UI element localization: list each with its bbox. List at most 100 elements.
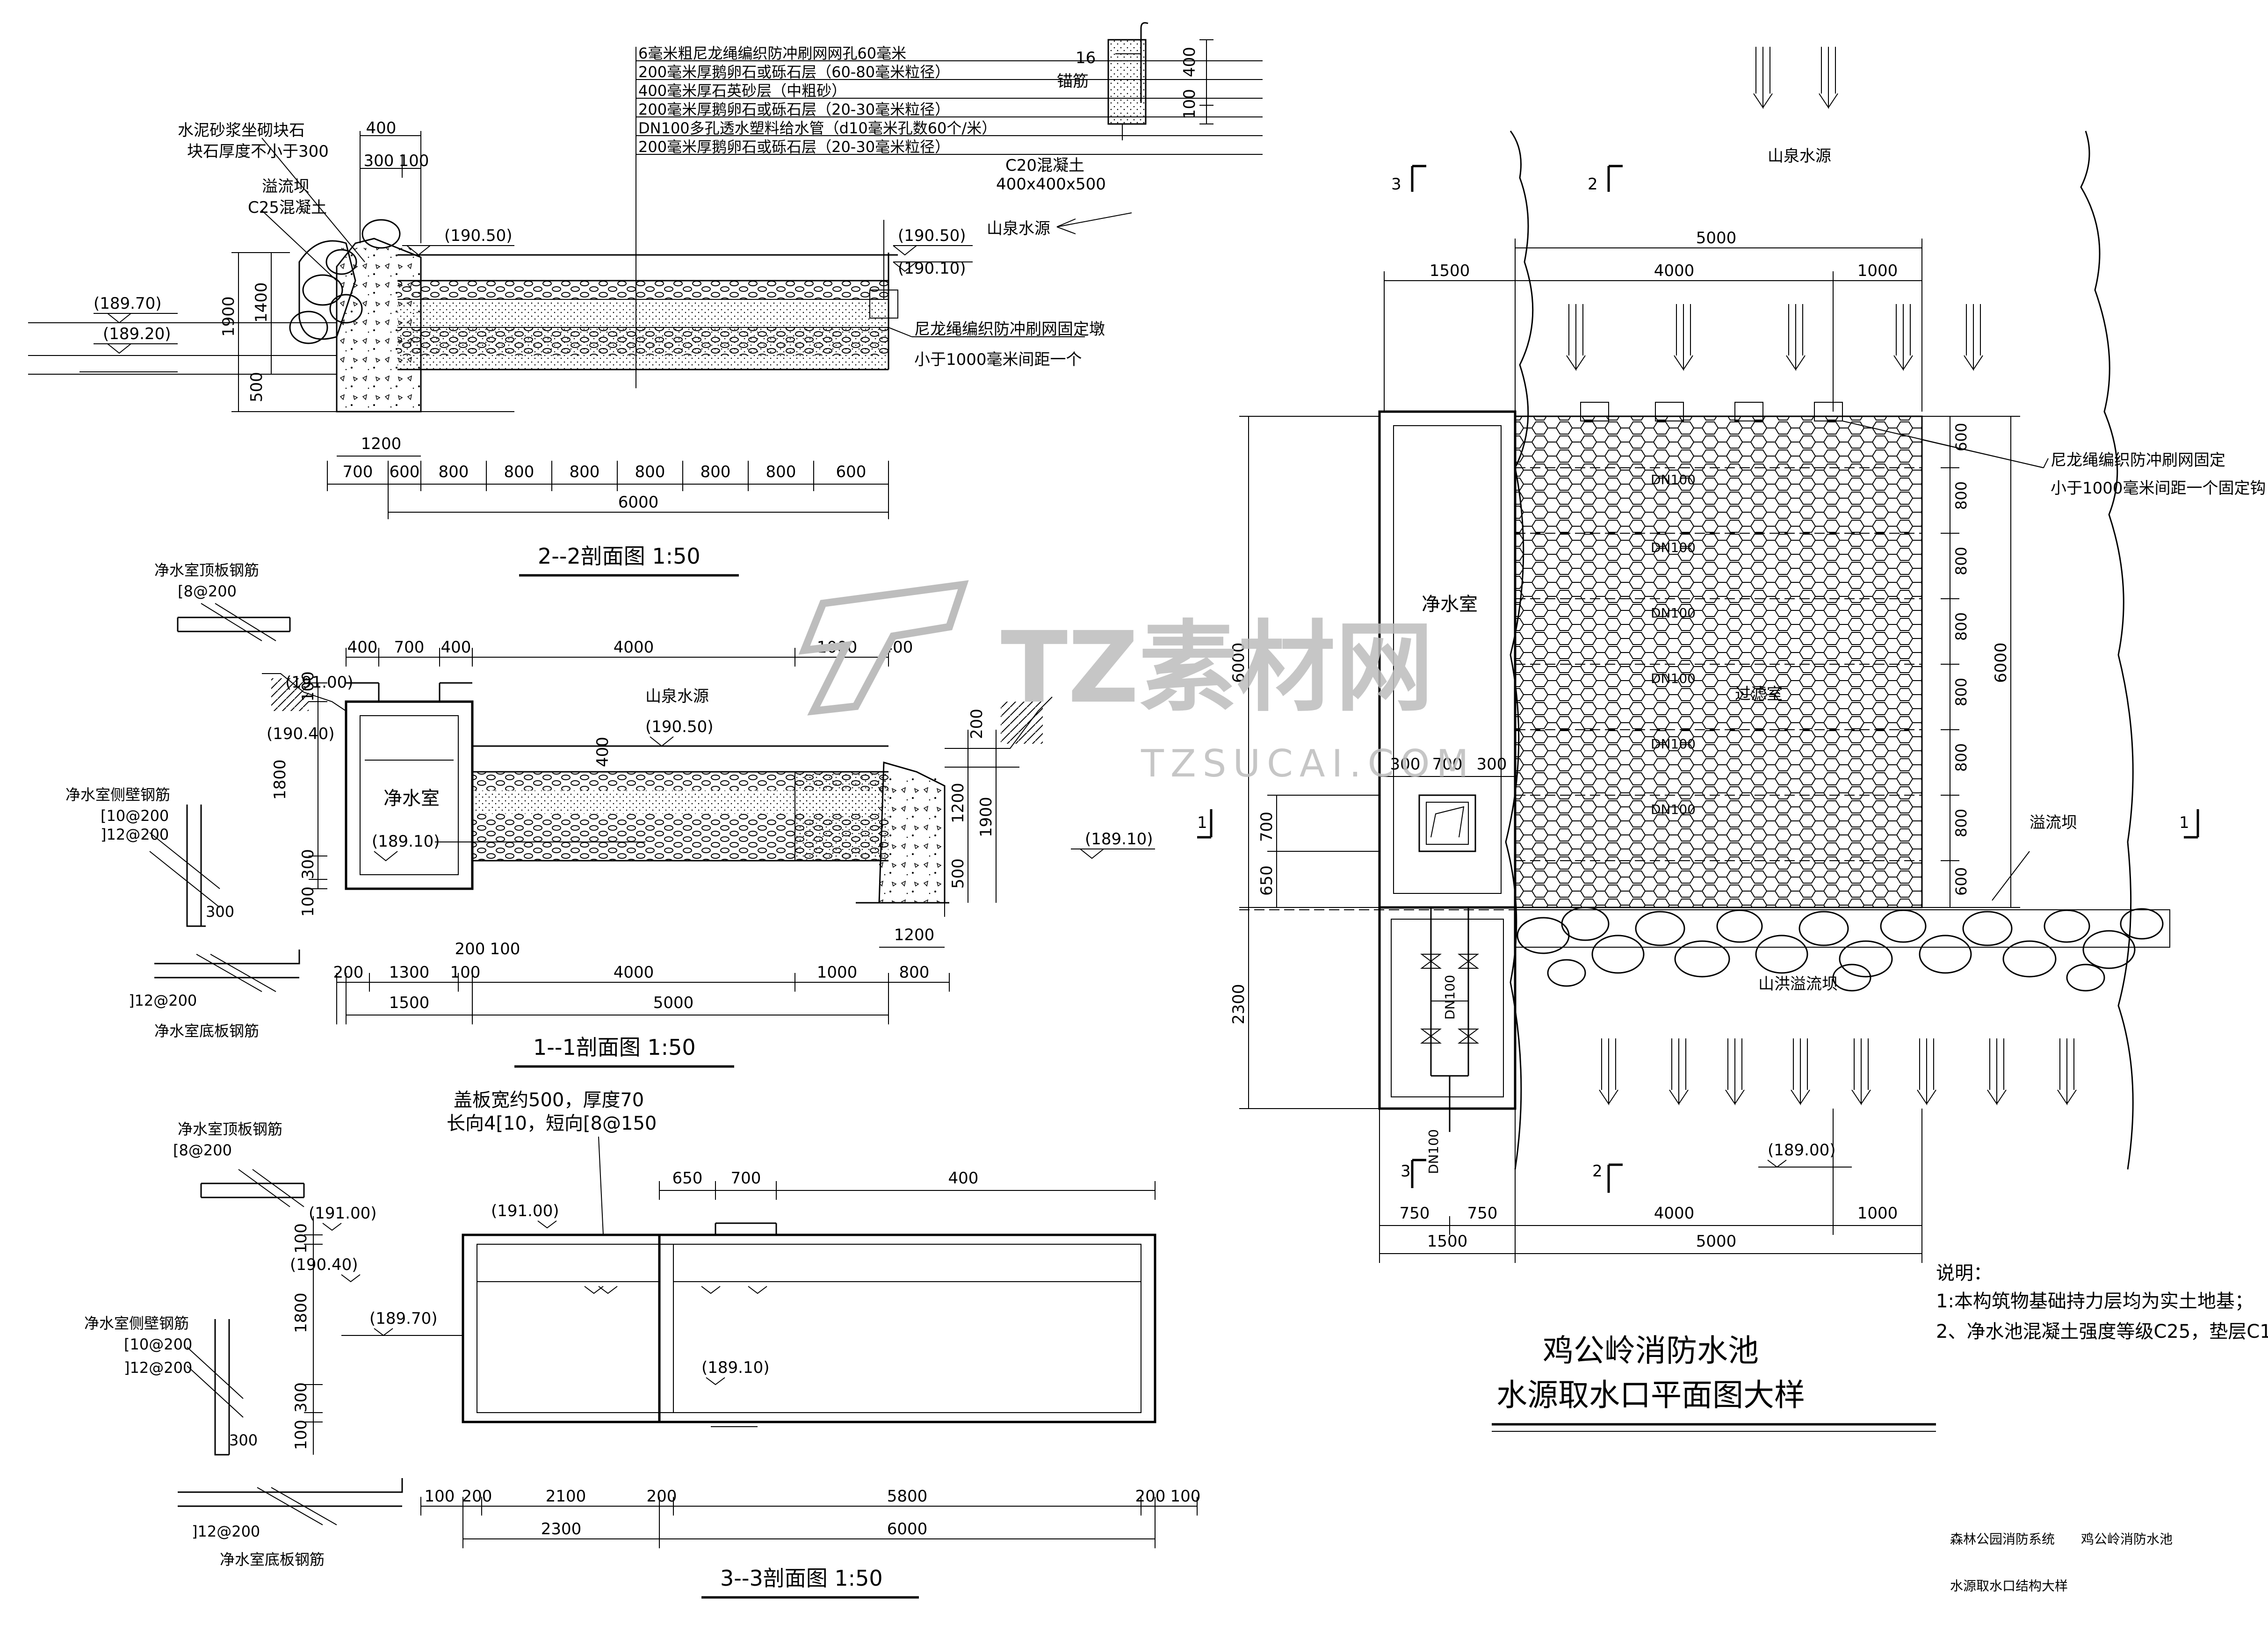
s22-stone-label-2: 块石厚度不小于300: [187, 142, 329, 161]
plan-b1-0: 750: [1400, 1204, 1430, 1223]
s11-b1-0: 200: [333, 963, 364, 982]
section-2-2: 16 锚筋 400 100 C20混凝土 400x400x500 6毫米粗尼龙绳…: [28, 22, 1263, 577]
plan-cut-2-top: 2: [1588, 175, 1598, 194]
s11-rebar-top-value: [8@200: [178, 582, 237, 600]
s33-b1-2: 2100: [546, 1487, 586, 1506]
filter-layer-4: 200毫米厚鹅卵石或砾石层（20-30毫米粒径）: [638, 101, 950, 118]
s33-b1-4: 5800: [887, 1487, 928, 1506]
plan-top2-0: 1500: [1430, 261, 1470, 280]
s33-b2-0: 2300: [541, 1520, 582, 1538]
footer-drawing: 水源取水口结构大样: [1950, 1578, 2068, 1594]
s33-level-19040: (190.40): [290, 1255, 358, 1274]
plan-pipe-5: DN100: [1651, 736, 1696, 752]
plan-net-note: 尼龙绳编织防冲刷网固定: [2051, 451, 2225, 470]
s33-rebar-bot-label: 净水室底板钢筋: [220, 1551, 325, 1568]
s33-level-18970: (189.70): [369, 1309, 438, 1328]
section-3-3: 净水室顶板钢筋 [8@200 净水室侧壁钢筋 [10@200 ]12@200 3…: [84, 1089, 1201, 1599]
s22-d100: 100: [399, 152, 429, 170]
plan-left-3: 2300: [1229, 984, 1248, 1024]
s11-level-19040: (190.40): [267, 725, 335, 743]
s33-title: 3--3剖面图 1:50: [720, 1566, 883, 1591]
s33-level-19100a: (191.00): [491, 1202, 559, 1220]
s33-b2-1: 6000: [887, 1520, 928, 1538]
plan-b2-1: 5000: [1696, 1232, 1737, 1251]
s33-left-3: 100: [292, 1420, 311, 1450]
s33-cover: 盖板宽约500，厚度70: [454, 1089, 644, 1111]
plan-left-2: 650: [1257, 865, 1276, 896]
s22-level-19050a: (190.50): [444, 226, 513, 245]
plan-room-d2: 300: [1477, 755, 1507, 774]
s11-level-18910b: (189.10): [1085, 830, 1153, 849]
watermark-url: TZSUCAI.COM: [1141, 742, 1475, 785]
s22-d6000: 6000: [618, 493, 659, 512]
s22-b0: 700: [343, 463, 373, 481]
plan-flood-dam: 山洪溢流坝: [1758, 975, 1838, 994]
anchor-size: 400x400x500: [996, 175, 1106, 194]
s22-d1200: 1200: [361, 435, 402, 453]
s11-right-3: 500: [949, 858, 968, 889]
s33-level-19100b: (191.00): [309, 1204, 377, 1223]
s22-source-label: 山泉水源: [987, 219, 1050, 238]
s22-dam-label-2: C25混凝土: [248, 198, 327, 217]
s33-left-0: 100: [292, 1223, 311, 1254]
s11-source: 山泉水源: [645, 687, 709, 706]
s11-right-0: 200: [968, 709, 986, 739]
s11-d300: 300: [206, 903, 234, 921]
s33-b1-6: 100: [1170, 1487, 1201, 1506]
section-1-1: 净水室顶板钢筋 [8@200 净水室侧壁钢筋 [10@200 ]12@200 3…: [65, 561, 1155, 1068]
s11-rebar-bot-value: ]12@200: [129, 992, 197, 1009]
s33-rebar-side-v1: [10@200: [124, 1335, 192, 1353]
s11-level-19050: (190.50): [645, 718, 714, 736]
s33-rebar-top-label: 净水室顶板钢筋: [178, 1120, 282, 1138]
filter-layer-2: 200毫米厚鹅卵石或砾石层（60-80毫米粒径）: [638, 63, 950, 81]
filter-layer-3: 400毫米厚石英砂层（中粗砂）: [638, 82, 846, 100]
plan-cut-3-top: 3: [1391, 175, 1401, 194]
s33-b1-1: 200: [462, 1487, 492, 1506]
anchor-h2: 100: [1180, 89, 1199, 119]
s11-rebar-bot-label: 净水室底板钢筋: [154, 1022, 259, 1040]
s11-b2-2: 5000: [653, 994, 694, 1012]
s33-rebar-side-v2: ]12@200: [124, 1359, 192, 1377]
anchor-detail: 16 锚筋 400 100 C20混凝土 400x400x500: [996, 22, 1213, 194]
s33-rebar-top-value: [8@200: [173, 1141, 232, 1159]
notes-item-1: 1:本构筑物基础持力层均为实土地基；: [1936, 1291, 2254, 1312]
s33-top-1: 700: [731, 1169, 761, 1188]
s22-net-fix: 尼龙绳编织防冲刷网固定墩: [914, 320, 1105, 339]
plan-left-1: 700: [1257, 812, 1276, 842]
s11-left-1: 1800: [271, 759, 289, 800]
s11-b2-0: 100: [450, 963, 481, 982]
plan-pipe-v2: DN100: [1426, 1129, 1441, 1174]
plan-left-0: 6000: [1229, 642, 1248, 683]
anchor-h1: 400: [1180, 47, 1199, 77]
plan-level-18900: (189.00): [1768, 1141, 1836, 1160]
s11-left-0: 100: [299, 671, 318, 702]
s22-dam-label: 溢流坝: [262, 177, 310, 196]
plan-right-4: 800: [1952, 678, 1970, 706]
s22-b7: 800: [766, 463, 796, 481]
watermark: TZ素材网 TZSUCAI.COM: [798, 580, 1475, 785]
s22-net-fix-2: 小于1000毫米间距一个: [914, 350, 1082, 369]
s11-d400: 400: [593, 737, 612, 767]
s33-cover-2: 长向4[10，短向[8@150: [447, 1113, 657, 1134]
plan-pipe-3: DN100: [1651, 605, 1696, 621]
s11-top-3: 4000: [614, 638, 654, 657]
filter-layer-5: DN100多孔透水塑料给水管（d10毫米孔数60个/米）: [638, 119, 997, 137]
s22-b2: 800: [439, 463, 469, 481]
plan-top2-1: 4000: [1654, 261, 1695, 280]
plan-filter: 过滤室: [1735, 685, 1783, 704]
watermark-logo: TZ素材网: [1001, 610, 1434, 725]
s33-b1-0: 100: [425, 1487, 455, 1506]
s22-d300: 300: [364, 152, 394, 170]
s11-b1-2: 200: [455, 940, 485, 958]
s11-rebar-side-label: 净水室侧壁钢筋: [65, 786, 170, 804]
s22-d400: 400: [366, 119, 397, 138]
plan-cut-2-bot: 2: [1592, 1162, 1603, 1181]
s11-d1200: 1200: [894, 926, 935, 944]
plan-right-2: 800: [1952, 547, 1970, 575]
plan-right-total: 6000: [1992, 642, 2010, 683]
anchor-name: 锚筋: [1057, 72, 1089, 91]
plan-pipe-2: DN100: [1651, 540, 1696, 555]
anchor-concrete: C20混凝土: [1005, 156, 1084, 175]
plan-dam: 溢流坝: [2030, 813, 2077, 832]
footer: 森林公园消防系统 鸡公岭消防水池 水源取水口结构大样: [1950, 1531, 2173, 1594]
